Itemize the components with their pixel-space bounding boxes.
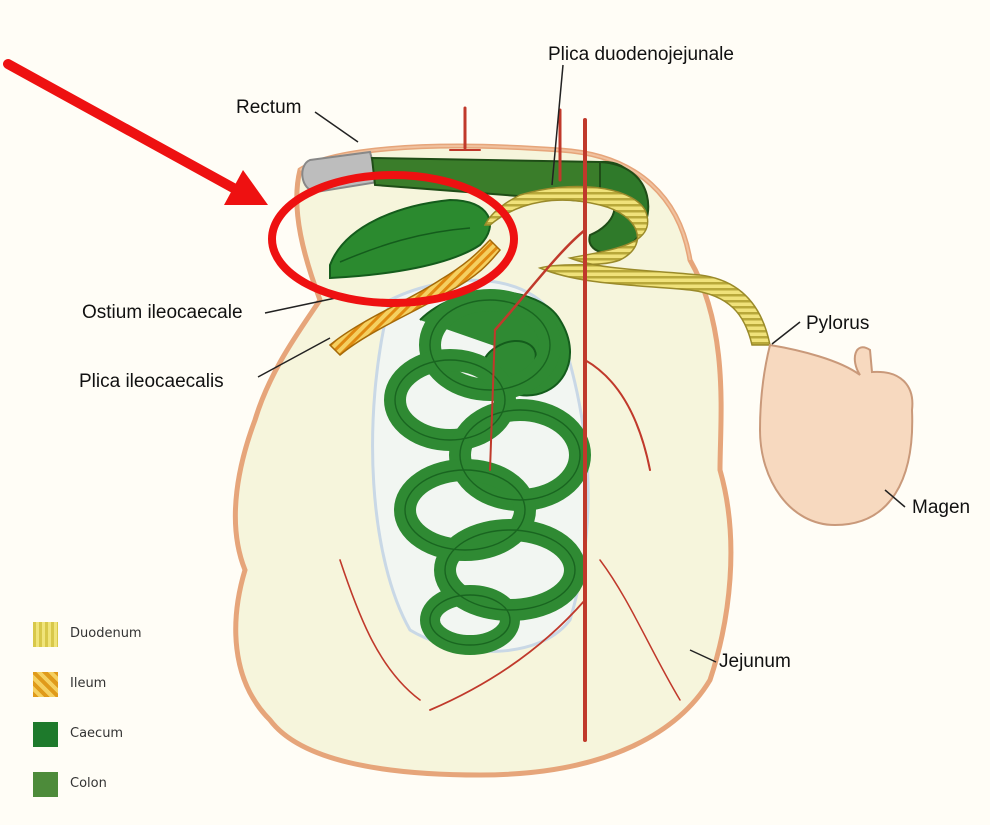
- colon-swatch: [33, 772, 58, 797]
- legend-label: Duodenum: [70, 626, 142, 641]
- label-ostium-ileocaecale: Ostium ileocaecale: [82, 302, 243, 324]
- label-pylorus: Pylorus: [806, 313, 869, 335]
- legend-label: Ileum: [70, 676, 106, 691]
- label-plica-ileocaecalis: Plica ileocaecalis: [79, 371, 224, 393]
- duodenum-swatch: [33, 622, 58, 647]
- label-magen: Magen: [912, 497, 970, 519]
- label-rectum: Rectum: [236, 97, 301, 119]
- legend-label: Caecum: [70, 726, 123, 741]
- ileum-swatch: [33, 672, 58, 697]
- label-plica-duodenojejunale: Plica duodenojejunale: [548, 44, 734, 66]
- legend-item-ileum: Ileum: [33, 672, 173, 702]
- legend-item-colon: Colon: [33, 772, 173, 802]
- legend-item-duodenum: Duodenum: [33, 622, 173, 652]
- caecum-swatch: [33, 722, 58, 747]
- legend-item-caecum: Caecum: [33, 722, 173, 752]
- legend-label: Colon: [70, 776, 107, 791]
- stomach: [760, 345, 912, 525]
- pointer-arrow: [8, 64, 268, 205]
- label-jejunum: Jejunum: [719, 651, 791, 673]
